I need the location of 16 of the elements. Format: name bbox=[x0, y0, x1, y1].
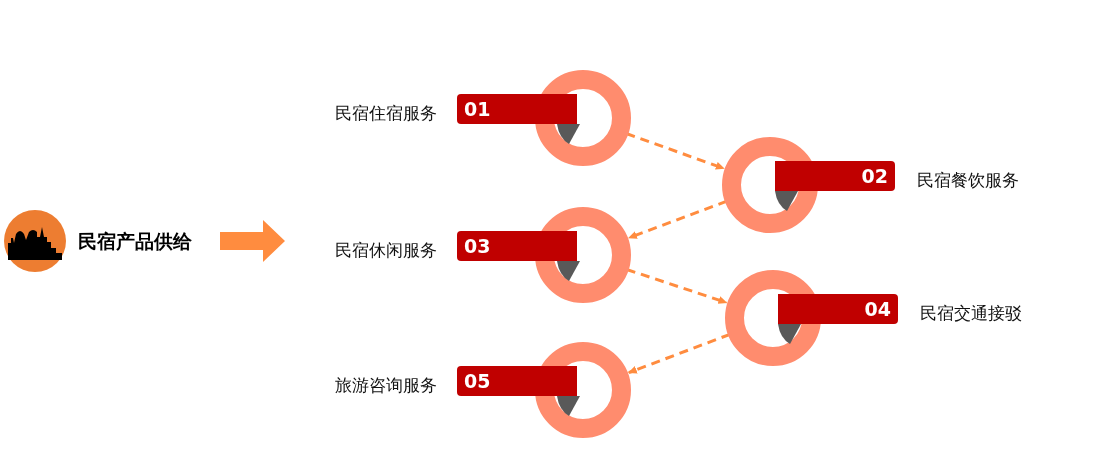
service-label: 民宿住宿服务 bbox=[335, 102, 437, 124]
arrow bbox=[627, 199, 728, 240]
number-tag: 05 bbox=[457, 366, 577, 396]
heading-text: 民宿产品供给 bbox=[78, 230, 192, 252]
service-label: 民宿休闲服务 bbox=[335, 239, 437, 261]
number-tag: 03 bbox=[457, 231, 577, 261]
service-label: 民宿交通接驳 bbox=[920, 302, 1022, 324]
arrow bbox=[625, 132, 725, 170]
number-tag: 02 bbox=[775, 161, 895, 191]
number-tag: 01 bbox=[457, 94, 577, 124]
arrow bbox=[627, 332, 731, 375]
arrow bbox=[626, 268, 728, 304]
service-label: 旅游咨询服务 bbox=[335, 374, 437, 396]
number-tag: 04 bbox=[778, 294, 898, 324]
service-label: 民宿餐饮服务 bbox=[917, 169, 1019, 191]
block-arrow bbox=[220, 220, 285, 262]
